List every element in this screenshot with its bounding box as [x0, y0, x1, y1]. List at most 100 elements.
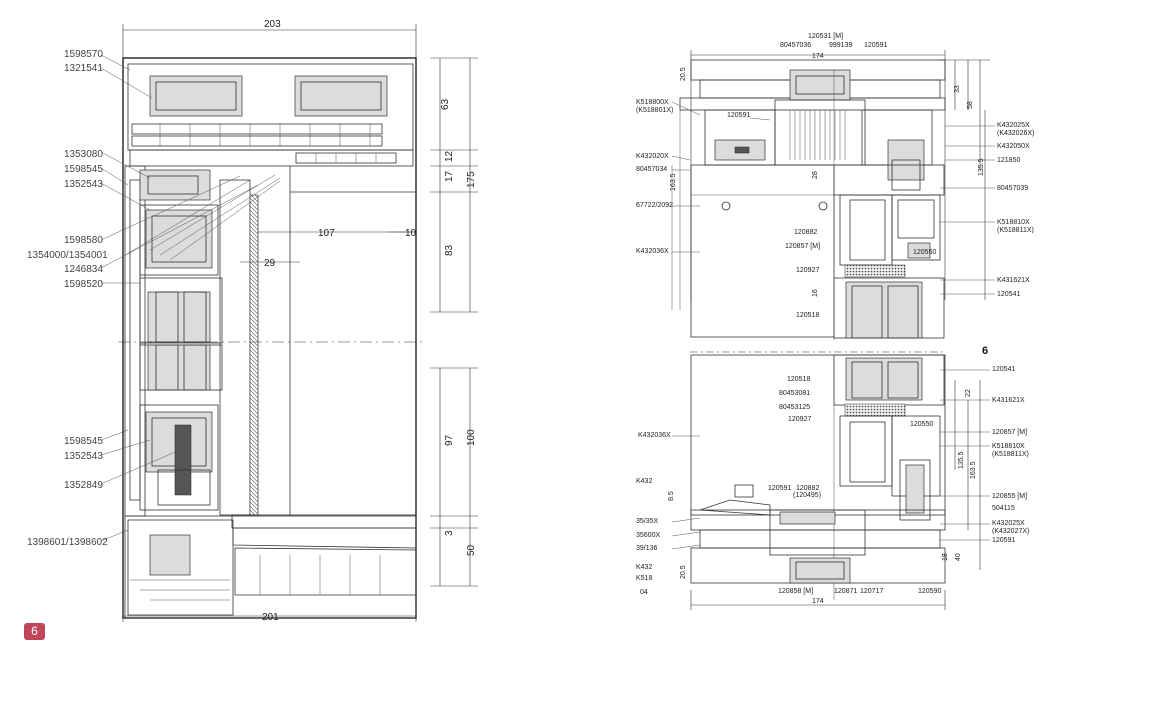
label-120591-top: 120591 [864, 42, 887, 49]
label-1598570: 1598570 [64, 49, 103, 60]
label-1598545-lower: 1598545 [64, 436, 103, 447]
label-120531: 120531 [M] [808, 33, 843, 40]
label-k518801x: (K518801X) [636, 107, 673, 114]
label-k432025x-lower: K432025X [992, 520, 1025, 527]
dim-20-5: 20.5 [680, 67, 687, 81]
label-1352543: 1352543 [64, 179, 103, 190]
right-section-lower-drawing: 6 174 135.5 163.5 22 40 18 [668, 345, 988, 610]
label-k432036x: K432036X [636, 248, 669, 255]
label-120882: 120882 [794, 229, 817, 236]
label-k432025x: K432025X [997, 122, 1030, 129]
dim-8-5: 8.5 [668, 491, 675, 501]
label-k518800x: K518800X [636, 99, 669, 106]
label-120927-lower: 120927 [788, 416, 811, 423]
label-k432027x: (K432027X) [992, 528, 1029, 535]
label-80453081: 80453081 [779, 390, 810, 397]
label-1598580: 1598580 [64, 235, 103, 246]
dim-3: 3 [444, 530, 455, 536]
label-1246834: 1246834 [64, 264, 103, 275]
label-k518: K518 [636, 575, 652, 582]
right-section-upper-drawing: 174 [670, 50, 990, 353]
label-120550: 120550 [913, 249, 936, 256]
dim-58: 58 [967, 101, 974, 109]
dim-135-5: 135.5 [978, 158, 985, 176]
left-section-drawing: 203 [100, 19, 478, 623]
label-120717: 120717 [860, 588, 883, 595]
dim-top-203: 203 [264, 19, 281, 30]
label-120591-lower-left: 120591 [768, 485, 791, 492]
dim-20-5-lower: 20.5 [680, 565, 687, 579]
label-k432050x: K432050X [997, 143, 1030, 150]
label-k432036x-lower: K432036X [638, 432, 671, 439]
label-1352543-lower: 1352543 [64, 451, 103, 462]
label-1321541: 1321541 [64, 63, 103, 74]
dim-22: 22 [965, 389, 972, 397]
dim-18: 18 [942, 553, 949, 561]
dim-100: 100 [466, 429, 477, 446]
left-part-labels: 1598570 1321541 1353080 1598545 1352543 … [27, 49, 108, 548]
label-35600x: 35600X [636, 532, 660, 539]
label-120518-lower: 120518 [787, 376, 810, 383]
label-04: 04 [640, 589, 648, 596]
page-badge: 6 [24, 623, 45, 640]
dim-40: 40 [955, 553, 962, 561]
dim-bottom-201: 201 [262, 612, 279, 623]
label-80457039: 80457039 [997, 185, 1028, 192]
dim-28: 28 [812, 171, 819, 179]
label-121850: 121850 [997, 157, 1020, 164]
label-k518810x-lower: K518810X [992, 443, 1025, 450]
label-k518811x-lower: (K518811X) [992, 451, 1029, 458]
dim-top-174: 174 [812, 53, 824, 60]
dim-16: 16 [812, 289, 819, 297]
label-120591-lower-right: 120591 [992, 537, 1015, 544]
label-120518: 120518 [796, 312, 819, 319]
label-504115: 504115 [992, 505, 1015, 512]
label-120855-m: 120855 [M] [992, 493, 1027, 500]
label-k431621x-lower: K431621X [992, 397, 1025, 404]
label-120858-m: 120858 [M] [778, 588, 813, 595]
label-1352849: 1352849 [64, 480, 103, 491]
label-120541: 120541 [997, 291, 1020, 298]
dim-83: 83 [444, 244, 455, 256]
label-120550-lower: 120550 [910, 421, 933, 428]
dim-135-5-lower: 135.5 [958, 451, 965, 469]
label-1598545: 1598545 [64, 164, 103, 175]
label-39-136: 39/136 [636, 545, 658, 552]
label-999139: 999139 [829, 42, 852, 49]
label-1598520: 1598520 [64, 279, 103, 290]
dim-12: 12 [444, 150, 455, 162]
dim-163-5: 163.5 [670, 173, 677, 191]
label-80457036: 80457036 [780, 42, 811, 49]
label-120882-lower: 120882 [796, 485, 819, 492]
label-k432-b: K432 [636, 564, 652, 571]
label-80457034: 80457034 [636, 166, 667, 173]
label-1353080: 1353080 [64, 149, 103, 160]
label-120495: (120495) [793, 492, 821, 499]
label-35-35x: 35/35X [636, 518, 659, 525]
label-k432020x: K432020X [636, 153, 669, 160]
label-k431621x: K431621X [997, 277, 1030, 284]
dim-163-5-lower: 163.5 [970, 461, 977, 479]
dim-17: 17 [444, 170, 455, 182]
label-k518811x: (K518811X) [997, 227, 1034, 234]
dim-175: 175 [466, 171, 477, 188]
label-120857-m-lower: 120857 [M] [992, 429, 1027, 436]
dim-33: 33 [954, 85, 961, 93]
label-1354000-1354001: 1354000/1354001 [27, 250, 108, 261]
dim-bottom-174: 174 [812, 598, 824, 605]
label-k432026x: (K432026X) [997, 130, 1034, 137]
label-80453125: 80453125 [779, 404, 810, 411]
label-120591-left: 120591 [727, 112, 750, 119]
dim-107: 107 [318, 228, 335, 239]
dim-50: 50 [466, 544, 477, 556]
dim-10: 10 [405, 228, 417, 239]
label-120590: 120590 [918, 588, 941, 595]
label-k518810x: K518810X [997, 219, 1030, 226]
dim-97: 97 [444, 434, 455, 446]
label-1398601-1398602: 1398601/1398602 [27, 537, 108, 548]
label-67722-2092: 67722/2092 [636, 202, 673, 209]
label-120927: 120927 [796, 267, 819, 274]
right-lower-labels: 120541 K431621X 120550 120857 [M] K51881… [636, 366, 1029, 596]
section-mark-6: 6 [982, 345, 988, 357]
label-120541-lower: 120541 [992, 366, 1015, 373]
